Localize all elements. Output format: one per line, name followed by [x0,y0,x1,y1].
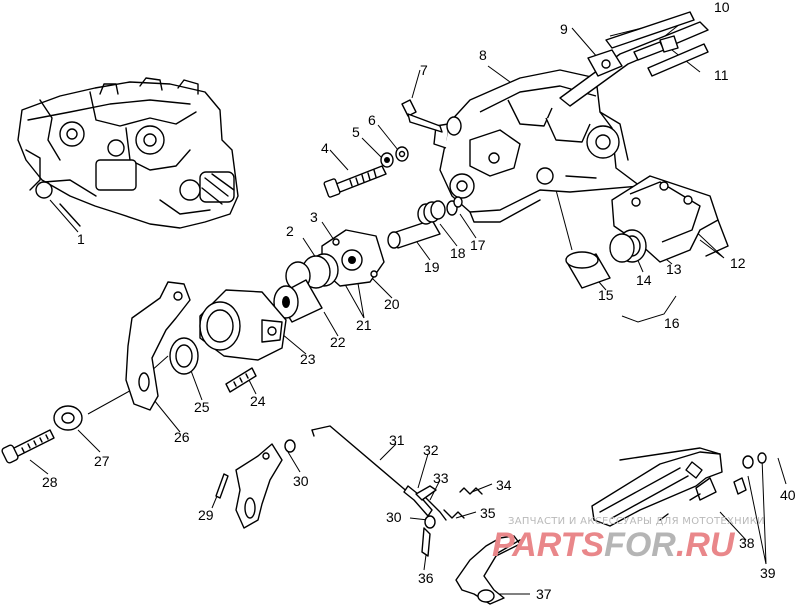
callout-37: 37 [536,586,552,602]
callout-6: 6 [368,112,376,128]
callout-30a: 30 [293,473,309,489]
callout-12: 12 [730,255,746,271]
callout-labels: 1 2 3 4 5 6 7 8 9 10 11 12 13 14 15 16 1… [42,0,796,602]
callout-27: 27 [94,453,110,469]
callout-38: 38 [739,535,755,551]
callout-34: 34 [496,477,512,493]
callout-22: 22 [330,334,346,350]
callout-20: 20 [384,296,400,312]
pedal-bracket [591,447,767,527]
callout-17: 17 [470,237,486,253]
watermark-tagline: ЗАПЧАСТИ И АКСЕССУАРЫ ДЛЯ МОТОТЕХНИКИ [508,516,765,527]
callout-40: 40 [780,487,796,503]
callout-32: 32 [423,442,439,458]
engine-illustration [17,77,239,229]
bolt-washers [323,99,443,198]
control-cable [559,11,709,107]
watermark-brand-for: FOR [604,526,676,564]
callout-15: 15 [598,287,614,303]
callout-29: 29 [198,507,214,523]
pump-housing [433,69,641,223]
callout-14: 14 [636,272,652,288]
watermark: ЗАПЧАСТИ И АКСЕССУАРЫ ДЛЯ МОТОТЕХНИКИ PA… [492,516,765,564]
watermark-brand-parts: PARTS [492,526,604,564]
watermark-brand: PARTSFOR.RU [492,526,736,564]
callout-9: 9 [560,21,568,37]
callout-4: 4 [321,140,329,156]
callout-28: 28 [42,474,58,490]
callout-35: 35 [480,505,496,521]
callout-21: 21 [356,317,372,333]
callout-39: 39 [760,565,776,581]
callout-18: 18 [450,245,466,261]
callout-36: 36 [418,570,434,586]
callout-5: 5 [352,124,360,140]
callout-30b: 30 [386,509,402,525]
callout-19: 19 [424,259,440,275]
callout-24: 24 [250,393,266,409]
pump-internals [273,196,463,323]
callout-23: 23 [300,351,316,367]
callout-11: 11 [714,67,729,83]
callout-16: 16 [664,315,680,331]
callout-31: 31 [389,432,405,448]
mount-bracket [1,281,191,464]
callout-2: 2 [286,223,294,239]
callout-26: 26 [174,429,190,445]
callout-8: 8 [479,47,487,63]
callout-7: 7 [420,62,428,78]
seal-and-cup [565,229,647,289]
callout-10: 10 [714,0,730,15]
callout-25: 25 [194,399,210,415]
callout-1: 1 [77,231,85,247]
callout-3: 3 [310,209,318,225]
callout-13: 13 [666,261,682,277]
watermark-brand-ru: .RU [676,526,736,564]
callout-33: 33 [433,470,449,486]
drive-housing [169,289,287,393]
lever-assembly [215,425,521,605]
